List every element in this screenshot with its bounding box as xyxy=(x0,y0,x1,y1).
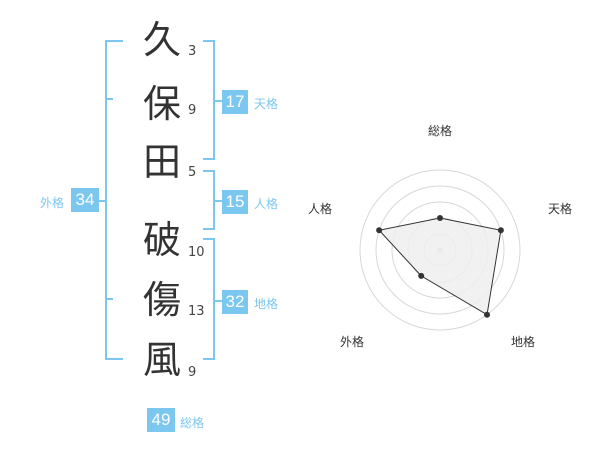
name-char-5: 傷 xyxy=(142,278,181,322)
radar-label-tenkaku: 天格 xyxy=(548,202,573,216)
radar-ring xyxy=(423,233,457,267)
gaikaku-label: 外格 xyxy=(40,196,65,210)
name-char-2: 保 xyxy=(142,82,181,126)
chikaku-label: 地格 xyxy=(254,297,279,311)
radar-point-2 xyxy=(497,227,504,234)
radar-ring xyxy=(359,169,521,331)
name-char-6: 風 xyxy=(142,338,181,382)
jinkaku-label: 人格 xyxy=(254,197,279,211)
chikaku-badge: 32 xyxy=(222,290,248,314)
tenkaku-badge: 17 xyxy=(222,90,248,114)
radar-label-jinkaku: 人格 xyxy=(308,202,333,216)
radar-point-1 xyxy=(437,215,443,221)
stroke-count-3: 5 xyxy=(188,165,197,180)
radar-label-chikaku: 地格 xyxy=(511,335,536,349)
radar-ring xyxy=(375,185,505,315)
radar-point-3 xyxy=(484,311,491,318)
soukaku-badge: 49 xyxy=(147,408,175,432)
name-char-3: 田 xyxy=(142,140,181,184)
stroke-count-1: 3 xyxy=(188,44,197,59)
radar-label-gaikaku: 外格 xyxy=(340,335,365,349)
name-char-1: 久 xyxy=(142,18,181,62)
radar-ring xyxy=(407,217,473,283)
soukaku-label: 総格 xyxy=(180,416,205,430)
stroke-count-6: 9 xyxy=(188,365,197,380)
radar-center xyxy=(437,247,443,253)
name-char-4: 破 xyxy=(142,218,181,262)
gaikaku-badge: 34 xyxy=(71,188,99,212)
radar-polygon xyxy=(378,217,502,316)
jinkaku-badge: 15 xyxy=(222,190,248,214)
radar-ring xyxy=(391,201,489,299)
stroke-count-5: 13 xyxy=(188,304,205,319)
stroke-count-2: 9 xyxy=(188,103,197,118)
stroke-count-4: 10 xyxy=(188,245,205,260)
radar-point-5 xyxy=(376,227,383,234)
radar-point-4 xyxy=(418,272,425,279)
tenkaku-label: 天格 xyxy=(254,97,279,111)
radar-label-soukaku: 総格 xyxy=(428,124,453,138)
